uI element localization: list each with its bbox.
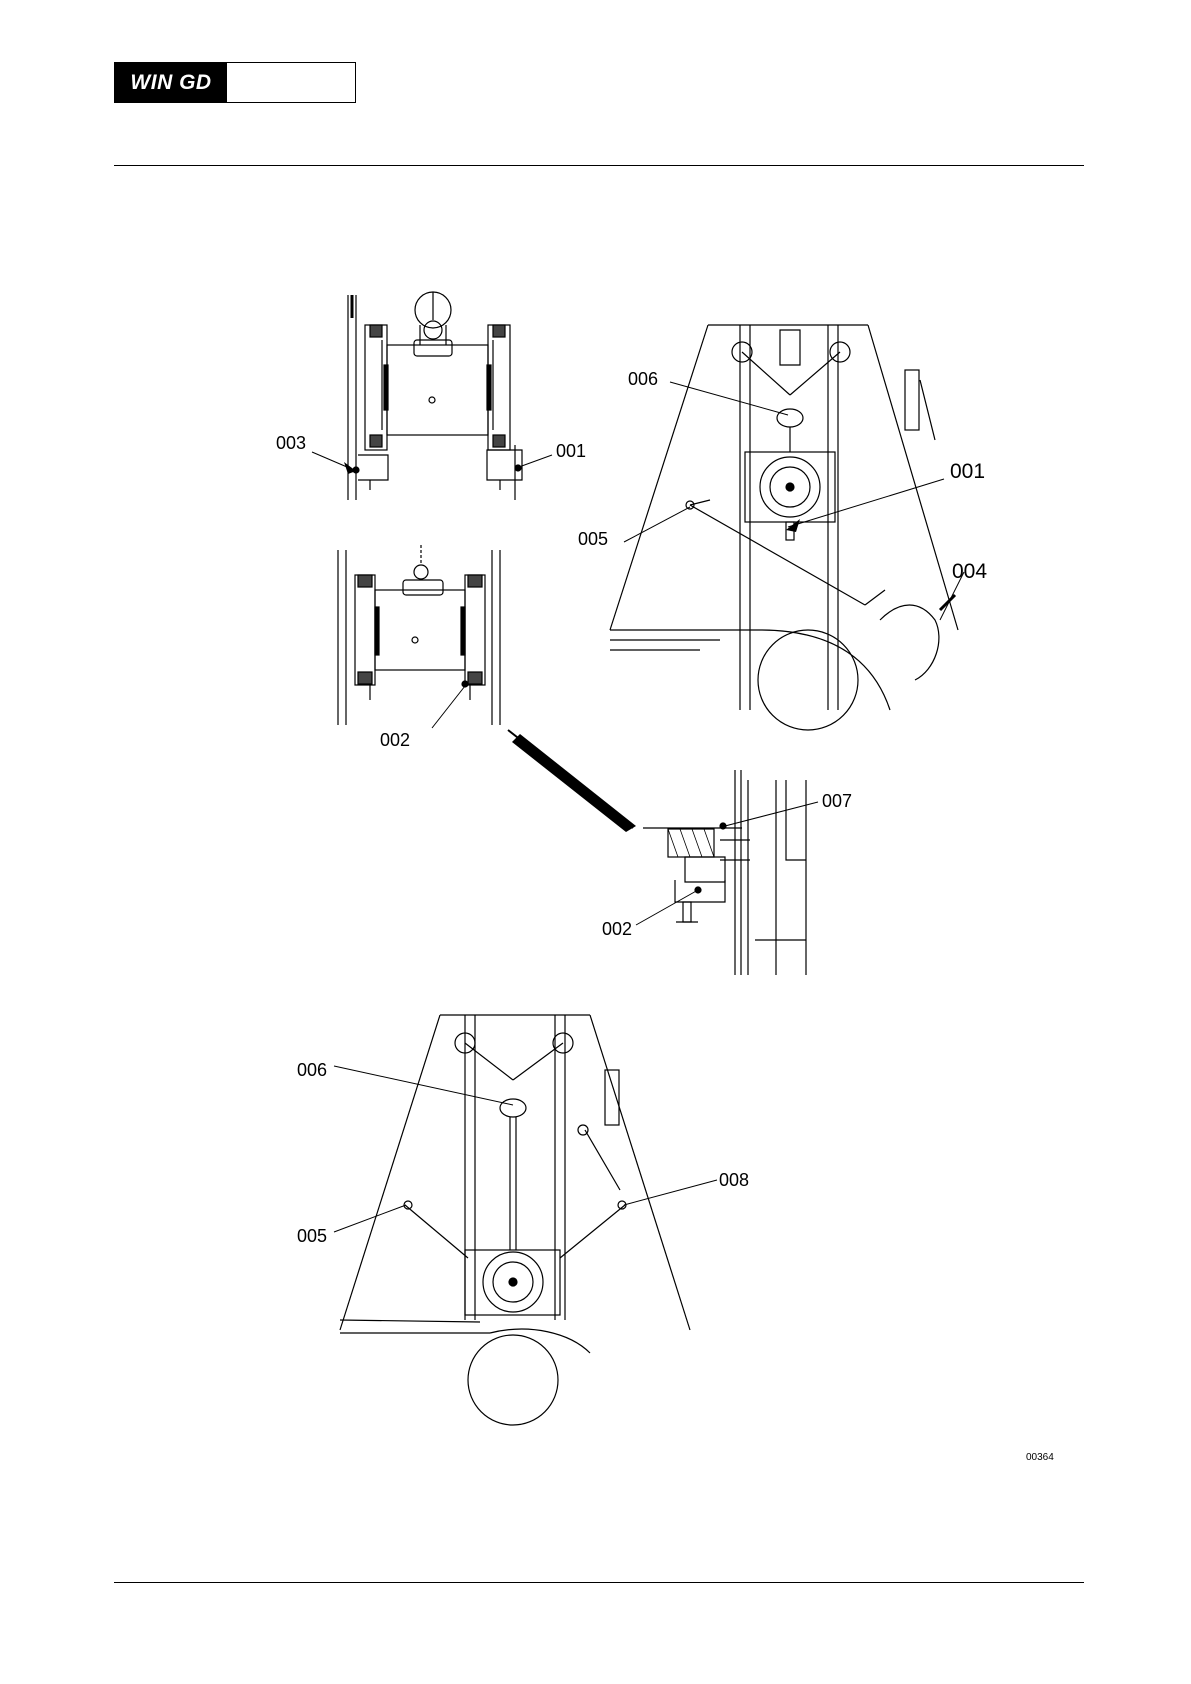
callout-002: 002 <box>602 919 632 939</box>
leader-lines <box>312 382 964 1232</box>
callout-003: 003 <box>276 433 306 453</box>
detail-view-d <box>508 730 806 975</box>
callout-001: 001 <box>950 460 985 483</box>
callout-005: 005 <box>578 529 608 549</box>
engine-view-e <box>340 1015 690 1425</box>
callout-004: 004 <box>952 560 987 583</box>
callout-006: 006 <box>297 1060 327 1080</box>
callout-007: 007 <box>822 791 852 811</box>
callout-002: 002 <box>380 730 410 750</box>
figure-number: 00364 <box>1026 1452 1054 1463</box>
callout-008: 008 <box>719 1170 749 1190</box>
callout-001: 001 <box>556 441 586 461</box>
detail-view-b <box>338 545 500 725</box>
engine-view-c <box>610 325 958 730</box>
callout-006: 006 <box>628 369 658 389</box>
callout-005: 005 <box>297 1226 327 1246</box>
arrowhead <box>786 519 800 532</box>
detail-view-a <box>348 292 522 500</box>
